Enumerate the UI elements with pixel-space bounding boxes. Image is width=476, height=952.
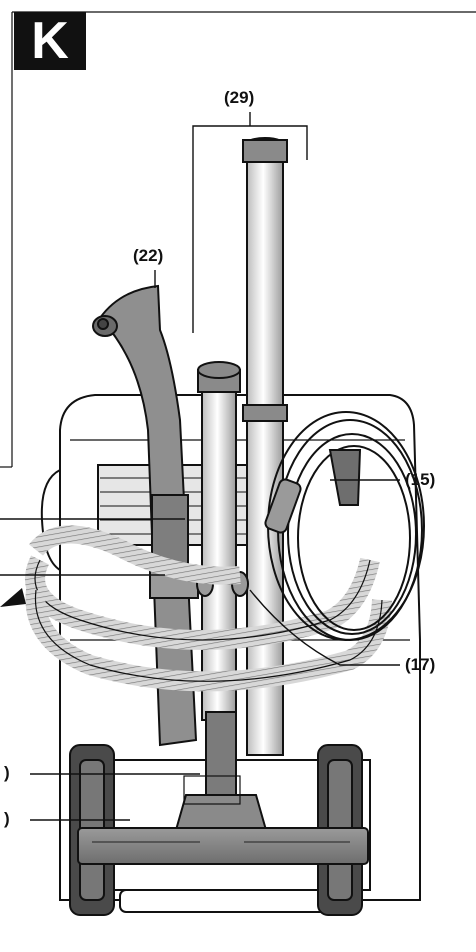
callout-left-upper: ) <box>4 763 10 782</box>
direction-arrow <box>0 588 26 607</box>
callout-29: (29) <box>224 88 255 107</box>
panel-letter-badge: K <box>14 12 86 70</box>
callout-left-lower: ) <box>4 809 10 828</box>
suction-hose-coil <box>25 525 392 692</box>
floor-nozzle <box>77 711 369 865</box>
power-cord-coil-15 <box>264 411 425 641</box>
extension-tube-29-tall <box>242 137 288 756</box>
callout-17: (17) <box>405 655 436 674</box>
leader-lines <box>0 112 400 821</box>
panel-frame <box>0 11 476 468</box>
extension-tube-29-short <box>197 361 241 721</box>
callout-22: (22) <box>133 246 164 265</box>
callout-15: (15) <box>405 470 436 489</box>
